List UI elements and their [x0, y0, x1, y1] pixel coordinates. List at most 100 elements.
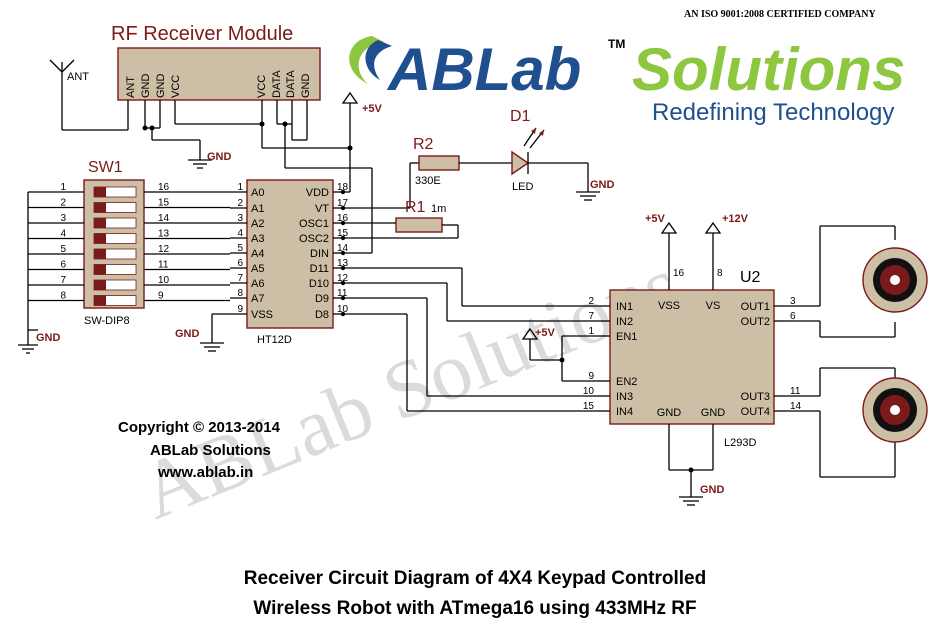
dip-switch-lever	[94, 264, 106, 275]
rf-gnd-label: GND	[207, 151, 232, 163]
ht12d-gnd-symbol	[200, 313, 230, 352]
motor-1-wiring	[786, 225, 896, 338]
l293d-pin-label-top: VSS	[658, 300, 680, 312]
d1-ref: D1	[510, 108, 531, 125]
l293d-vs-supply: +12V	[722, 213, 749, 225]
sw1-part: SW-DIP8	[84, 315, 130, 327]
sw1-pin-left: 2	[60, 198, 66, 209]
l293d-body	[609, 289, 775, 425]
l293d-vs-arrow-icon	[704, 221, 722, 290]
ht12d-pin-label-right: D11	[310, 263, 329, 275]
l293d-pin-label-left: IN4	[616, 406, 633, 418]
antenna-icon	[49, 59, 129, 131]
copyright-line-1: Copyright © 2013-2014	[118, 419, 281, 436]
l293d-pin-num-left: 2	[588, 296, 594, 307]
ht12d-pin-num-left: 6	[237, 258, 243, 269]
r1-body	[395, 217, 443, 233]
r2-ref: R2	[413, 136, 434, 153]
r1-value: 1m	[431, 203, 446, 215]
ht12d-pin-label-left: A3	[251, 233, 264, 245]
l293d-en-arrow-icon	[521, 327, 598, 382]
l293d-vss-supply: +5V	[645, 213, 666, 225]
logo-ablab-text: ABLab	[386, 36, 581, 103]
dip-switch-lever	[94, 295, 106, 306]
ht12d-vcc-arrow-icon	[341, 91, 359, 116]
ht12d-pin-num-left: 3	[237, 213, 243, 224]
l293d-pin-label-top: VS	[706, 300, 721, 312]
sw1-pin-right: 13	[158, 229, 170, 240]
l293d-pin-label-right: OUT2	[741, 316, 770, 328]
caption-line-1: Receiver Circuit Diagram of 4X4 Keypad C…	[244, 568, 706, 589]
antenna-label: ANT	[67, 71, 89, 83]
ht12d-pin-label-right: VDD	[306, 187, 329, 199]
ht12d-pin-label-right: D8	[315, 309, 329, 321]
l293d-pin-label-left: IN1	[616, 301, 633, 313]
rf-pin-gnd-1: GND	[140, 74, 152, 99]
rf-module-pin-labels: ANT GND GND VCC VCC DATA DATA GND	[125, 70, 312, 98]
ht12d-part: HT12D	[257, 334, 292, 346]
ht12d-pin-num-right: 10	[337, 304, 349, 315]
data-wiring	[343, 267, 598, 412]
copyright-line-3: www.ablab.in	[157, 464, 253, 481]
l293d-pin-num-right: 11	[790, 386, 801, 397]
dip-switch-lever	[94, 233, 106, 244]
sw1-pin-right: 11	[158, 260, 169, 271]
rf-module-wiring	[142, 100, 419, 254]
l293d-pin-label-right: OUT3	[741, 391, 770, 403]
rf-pin-vcc-2: VCC	[256, 75, 268, 98]
l293d-pin-num-left: 1	[588, 326, 594, 337]
ht12d-pin-num-right: 17	[337, 198, 349, 209]
rf-module-title: RF Receiver Module	[111, 23, 293, 45]
rf-pin-data-1: DATA	[271, 70, 283, 98]
sw1-pin-right: 14	[158, 213, 170, 224]
ht12d-vcc-label: +5V	[362, 103, 383, 115]
l293d-pin-num-left: 7	[588, 311, 594, 322]
motor-1-icon	[862, 247, 928, 313]
sw1-pin-left: 5	[60, 244, 66, 255]
l293d-pin-num-left: 9	[588, 371, 594, 382]
sw1-gnd-label: GND	[36, 332, 61, 344]
rf-gnd-symbol	[188, 159, 212, 169]
dip-switch-lever	[94, 187, 106, 197]
ht12d-pin-num-left: 4	[237, 228, 243, 239]
ht12d-pin-label-right: OSC1	[299, 218, 329, 230]
ht12d-pin-label-left: A5	[251, 263, 264, 275]
l293d-pin-label-bottom: GND	[701, 407, 726, 419]
logo-tagline: Redefining Technology	[652, 99, 894, 126]
ht12d-body	[246, 179, 334, 329]
l293d-pin-label-left: IN3	[616, 391, 633, 403]
ht12d-pin-num-right: 12	[337, 273, 349, 284]
iso-certification: AN ISO 9001:2008 CERTIFIED COMPANY	[684, 9, 876, 20]
sw1-wiring	[27, 192, 38, 331]
ht12d-pin-num-left: 9	[237, 304, 243, 315]
sw1-pin-left: 6	[60, 260, 66, 271]
ht12d-pin-label-right: OSC2	[299, 233, 329, 245]
caption-line-2: Wireless Robot with ATmega16 using 433MH…	[253, 598, 696, 619]
dip-switch-lever	[94, 202, 106, 213]
l293d-pin-num-top: 16	[673, 268, 685, 279]
l293d-pin-num-right: 14	[790, 401, 802, 412]
r2-value: 330E	[415, 175, 441, 187]
sw1-pin-left: 4	[60, 229, 66, 240]
sw1-pin-left: 7	[60, 275, 66, 286]
l293d-pin-num-right: 6	[790, 311, 796, 322]
ht12d-pin-num-left: 8	[237, 288, 243, 299]
l293d-pin-num-right: 3	[790, 296, 796, 307]
l293d-pin-label-right: OUT1	[741, 301, 770, 313]
ablab-logo: ABLab TM Solutions Redefining Technology	[349, 36, 905, 126]
l293d-en-supply: +5V	[535, 327, 556, 339]
motor-2-icon	[862, 377, 928, 443]
motor-2-wiring	[786, 367, 896, 478]
l293d-pin-num-left: 15	[583, 401, 595, 412]
ht12d-pin-num-right: 11	[337, 288, 348, 299]
ht12d-pin-num-left: 2	[237, 198, 243, 209]
ht12d-pin-label-left: A6	[251, 278, 264, 290]
ht12d-pin-label-left: A0	[251, 187, 264, 199]
ht12d-pin-label-right: D9	[315, 293, 329, 305]
dip-switch-lever	[94, 280, 106, 290]
l293d-pin-label-left: EN1	[616, 331, 637, 343]
ht12d-pin-num-right: 14	[337, 243, 349, 254]
sw1-switches	[93, 186, 137, 306]
